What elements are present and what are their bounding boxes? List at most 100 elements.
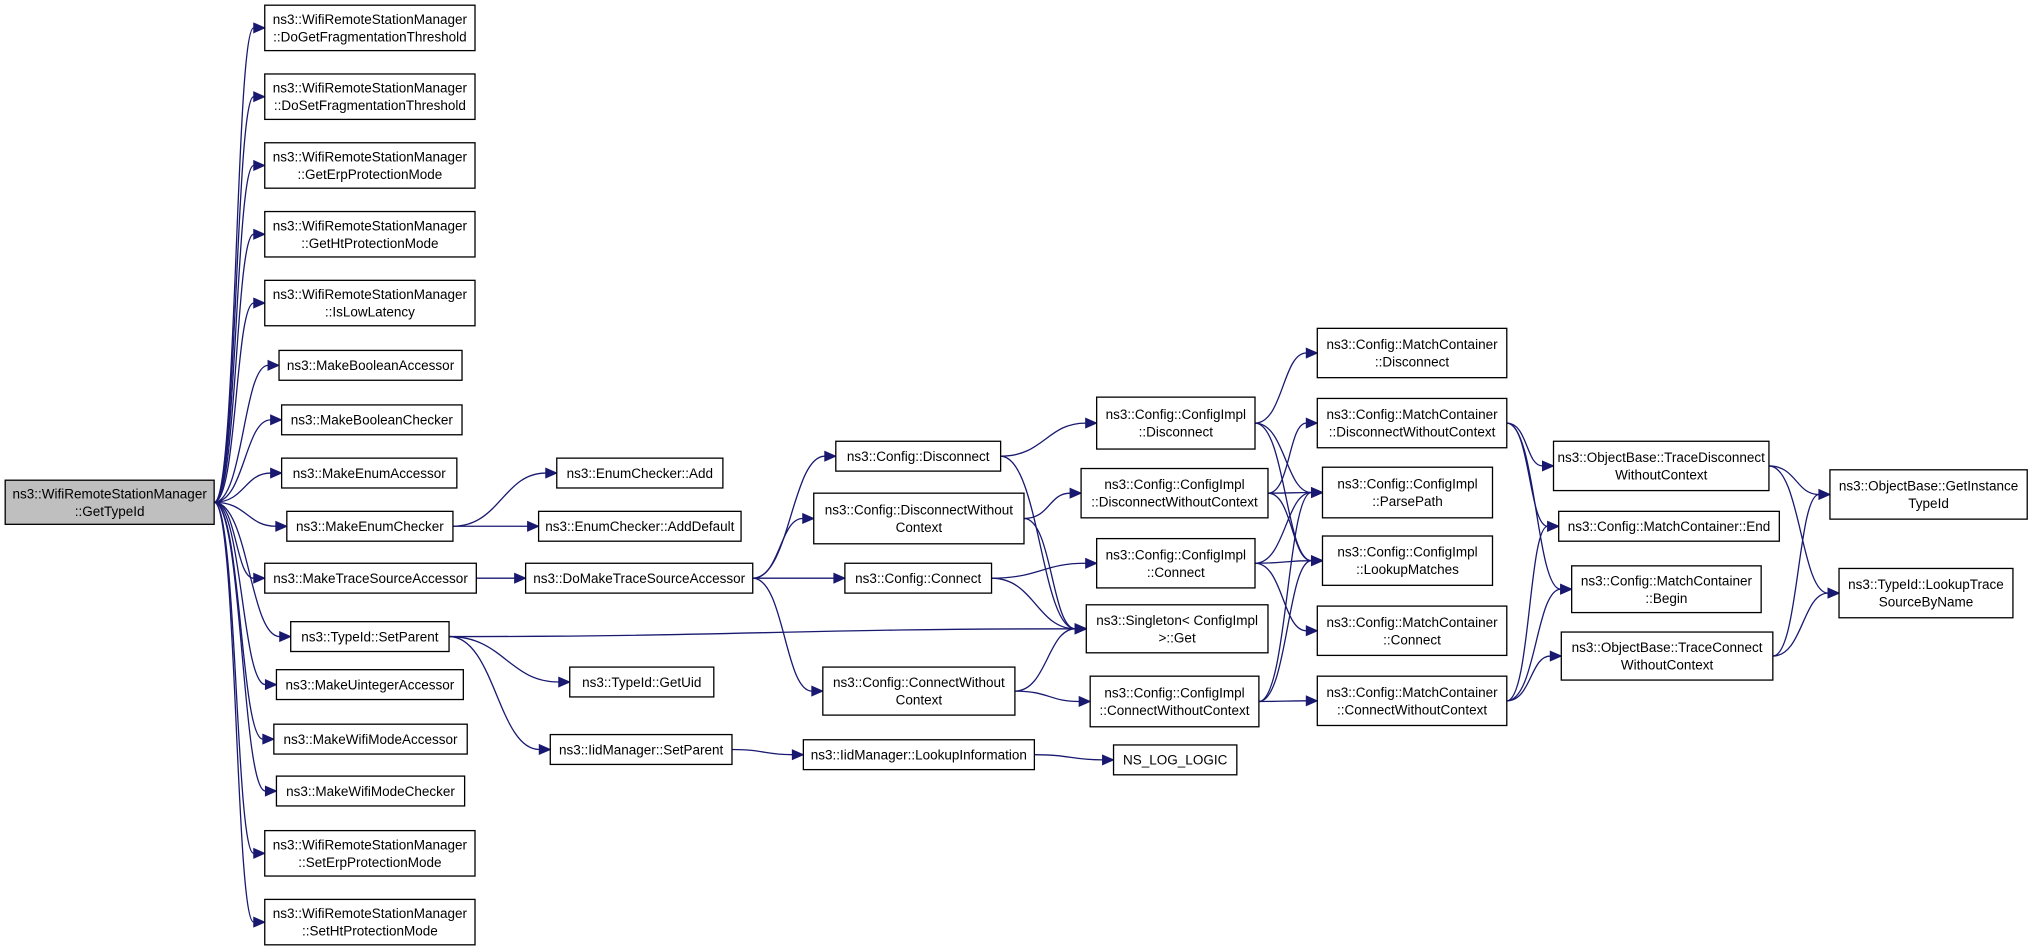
node-label: ns3::WifiRemoteStationManager [273,287,468,302]
node-dmtsa[interactable]: ns3::DoMakeTraceSourceAccessor [524,562,754,594]
node-ci-disc[interactable]: ns3::Config::ConfigImpl::Disconnect [1096,396,1256,450]
node-box [537,510,742,542]
edge-root-to-n7 [214,414,283,503]
node-box [275,669,464,701]
node-ci-discwc[interactable]: ns3::Config::ConfigImpl::DisconnectWitho… [1080,467,1269,519]
node-label: ns3::Config::MatchContainer [1326,337,1498,352]
edge-arrowhead [1549,650,1563,662]
node-n16[interactable]: ns3::WifiRemoteStationManager::SetHtProt… [264,898,476,946]
node-mc-connwc[interactable]: ns3::Config::MatchContainer::ConnectWith… [1316,675,1508,727]
node-cfg-disc[interactable]: ns3::Config::Disconnect [835,440,1002,472]
edge-root-to-n11 [214,501,292,643]
node-cfg-conn[interactable]: ns3::Config::Connect [844,562,993,594]
node-n15[interactable]: ns3::WifiRemoteStationManager::SetErpPro… [264,829,476,877]
edge-ci-discwc-to-mc-discwc [1267,417,1319,494]
edge-ci-disc-to-mc-disc [1254,347,1319,424]
node-label: NS_LOG_LOGIC [1123,753,1228,768]
node-n2[interactable]: ns3::WifiRemoteStationManager::DoSetFrag… [264,73,476,121]
edge-line [1014,628,1076,692]
node-ci-lookup[interactable]: ns3::Config::ConfigImpl::LookupMatches [1321,535,1494,586]
edge-arrowhead [253,22,267,34]
node-box [1316,675,1508,727]
node-n7[interactable]: ns3::MakeBooleanChecker [280,404,463,436]
edge-root-to-n14 [213,501,278,797]
node-label: ns3::WifiRemoteStationManager [273,906,468,921]
node-n10[interactable]: ns3::MakeTraceSourceAccessor [264,562,477,594]
edge-line [1267,422,1307,494]
node-n8[interactable]: ns3::MakeEnumAccessor [280,457,458,489]
edge-line [213,501,255,923]
node-n6[interactable]: ns3::MakeBooleanAccessor [278,349,463,381]
edge-arrowhead [267,359,281,371]
node-label: ::DoSetFragmentationThreshold [274,98,466,113]
node-mc-conn[interactable]: ns3::Config::MatchContainer::Connect [1316,605,1508,657]
node-box [4,479,215,525]
node-ob-tdwc[interactable]: ns3::ObjectBase::TraceDisconnectWithoutC… [1552,440,1770,492]
edge-line [214,501,254,579]
node-n1[interactable]: ns3::WifiRemoteStationManager::DoGetFrag… [264,4,476,52]
node-nslog[interactable]: NS_LOG_LOGIC [1112,744,1238,776]
edge-line [213,96,255,503]
node-ci-parse[interactable]: ns3::Config::ConfigImpl::ParsePath [1321,466,1494,519]
node-singleton[interactable]: ns3::Singleton< ConfigImpl >::Get [1085,604,1269,654]
node-mc-discwc[interactable]: ns3::Config::MatchContainer::DisconnectW… [1316,397,1508,449]
node-n4[interactable]: ns3::WifiRemoteStationManager::GetHtProt… [264,210,476,258]
node-box [1829,469,2028,520]
node-box [280,457,458,489]
edge-line [449,635,559,683]
edge-arrowhead [253,916,267,928]
edge-cfg-conn-to-singleton [991,577,1088,635]
edge-arrowhead [1305,417,1319,429]
node-label: ns3::Config::MatchContainer [1326,685,1498,700]
edge-line [1254,491,1312,564]
node-n5[interactable]: ns3::WifiRemoteStationManager::IsLowLate… [264,279,476,327]
edge-root-to-n5 [213,297,267,503]
node-label: ns3::Config::ConfigImpl [1337,477,1477,492]
node-label: ns3::MakeBooleanAccessor [287,358,455,373]
node-tid-getuid[interactable]: ns3::TypeId::GetUid [569,666,715,698]
node-ci-connwc[interactable]: ns3::Config::ConfigImpl::ConnectWithoutC… [1089,675,1260,728]
edge-cfg-discwc-to-singleton [1023,517,1088,635]
node-cfg-connwc[interactable]: ns3::Config::ConnectWithoutContext [822,666,1016,716]
node-iid-setparent[interactable]: ns3::IidManager::SetParent [549,733,733,766]
node-n12[interactable]: ns3::MakeUintegerAccessor [275,669,464,701]
node-mc-end[interactable]: ns3::Config::MatchContainer::End [1558,510,1780,542]
node-box [264,210,476,258]
node-label: ns3::MakeBooleanChecker [291,413,454,428]
node-cfg-discwc[interactable]: ns3::Config::DisconnectWithoutContext [813,492,1025,545]
node-ob-tcwc[interactable]: ns3::ObjectBase::TraceConnectWithoutCont… [1560,631,1774,681]
node-ci-conn[interactable]: ns3::Config::ConfigImpl::Connect [1096,537,1256,589]
node-n14[interactable]: ns3::MakeWifiModeChecker [275,775,466,807]
edge-arrowhead [1305,347,1319,359]
node-label: ns3::WifiRemoteStationManager [273,218,468,233]
node-label: ns3::Config::ConfigImpl [1106,407,1246,422]
node-box [264,898,476,946]
edge-line [1034,754,1103,761]
node-ec-add[interactable]: ns3::EnumChecker::Add [556,457,724,489]
node-n11[interactable]: ns3::TypeId::SetParent [290,621,450,653]
node-box [275,775,466,807]
node-box [1316,327,1508,379]
node-label: ns3::ObjectBase::GetInstance [1839,479,2018,494]
node-n9[interactable]: ns3::MakeEnumChecker [286,510,454,542]
edge-line [1023,492,1071,520]
node-n13[interactable]: ns3::MakeWifiModeAccessor [273,723,468,755]
edge-line [752,577,812,692]
node-box [1838,567,2014,619]
node-root[interactable]: ns3::WifiRemoteStationManager::GetTypeId [4,479,215,525]
edge-arrowhead [833,572,847,584]
edge-arrowhead [270,414,283,426]
node-mc-disc[interactable]: ns3::Config::MatchContainer::Disconnect [1316,327,1508,379]
node-iid-lookup[interactable]: ns3::IidManager::LookupInformation [802,739,1036,771]
node-ec-adddef[interactable]: ns3::EnumChecker::AddDefault [537,510,742,542]
edge-line [1772,493,1820,657]
node-label: TypeId [1908,496,1949,511]
edge-dmtsa-to-cfg-discwc [752,512,815,579]
node-n3[interactable]: ns3::WifiRemoteStationManager::GetErpPro… [264,142,476,189]
node-mc-begin[interactable]: ns3::Config::MatchContainer::Begin [1571,565,1762,614]
node-label: ns3::Config::ConfigImpl [1106,547,1246,562]
node-box [1096,537,1256,589]
edge-line [752,517,803,579]
